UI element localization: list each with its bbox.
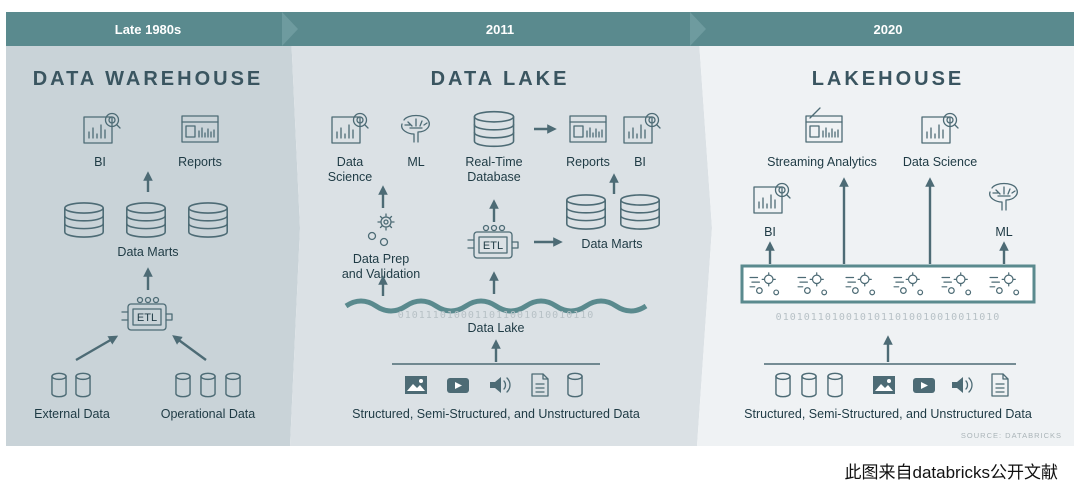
operational-data-label: Operational Data [161, 407, 256, 421]
lakehouse-title: LAKEHOUSE [812, 68, 965, 90]
lake-data-marts-label: Data Marts [581, 237, 642, 251]
image-icon [405, 376, 427, 394]
lake-realtime-label-1: Real-Time [465, 155, 522, 169]
lake-bi-label: BI [634, 155, 646, 169]
lake-data-science-label-2: Science [328, 170, 373, 184]
lake-ml-label: ML [407, 155, 424, 169]
lake-binary: 0101110100011011001010010110 [398, 310, 595, 321]
lake-wave [344, 298, 648, 314]
lake-realtime-label-2: Database [467, 170, 521, 184]
lakehouse-panel [697, 12, 1074, 446]
lake-prep-label-1: Data Prep [353, 252, 409, 266]
warehouse-bi-label: BI [94, 155, 106, 169]
lake-title: DATA LAKE [431, 68, 570, 90]
lakehouse-bi-label: BI [764, 225, 776, 239]
data-lake-label: Data Lake [468, 321, 525, 335]
lake-prep-label-2: and Validation [342, 267, 420, 281]
lakehouse-sources-label: Structured, Semi-Structured, and Unstruc… [744, 407, 1032, 421]
lakehouse-engine-box [740, 264, 1036, 304]
era-label-1: Late 1980s [115, 22, 182, 37]
image-icon [873, 376, 895, 394]
lakehouse-section: LAKEHOUSE Streaming Analytics Data Scien… [740, 68, 1062, 440]
lake-data-science-label-1: Data [337, 155, 363, 169]
lakehouse-ml-label: ML [995, 225, 1012, 239]
header-bar [6, 12, 1074, 46]
era-label-3: 2020 [874, 22, 903, 37]
source-note: SOURCE: DATABRICKS [961, 431, 1062, 440]
lake-reports-label: Reports [566, 155, 610, 169]
warehouse-title: DATA WAREHOUSE [33, 68, 264, 90]
lakehouse-binary: 01010110100101011010010010011010 [776, 312, 1001, 323]
era-headers: Late 1980s 2011 2020 [6, 12, 1074, 46]
video-icon [447, 378, 469, 393]
external-data-label: External Data [34, 407, 110, 421]
warehouse-etl-label: ETL [137, 312, 157, 324]
warehouse-reports-label: Reports [178, 155, 222, 169]
video-icon [913, 378, 935, 393]
data-lake-section: DATA LAKE Data Science ML Real-Time Data… [328, 68, 661, 421]
lake-etl-label: ETL [483, 240, 503, 252]
data-warehouse-section: DATA WAREHOUSE BI Reports Data Marts ETL… [33, 68, 264, 421]
header-divider-1 [282, 12, 298, 46]
era-label-2: 2011 [486, 22, 514, 37]
lake-sources-label: Structured, Semi-Structured, and Unstruc… [352, 407, 640, 421]
arrow-diagonal-icon [75, 335, 119, 362]
warehouse-data-marts-label: Data Marts [117, 245, 178, 259]
streaming-analytics-label: Streaming Analytics [767, 155, 877, 169]
image-caption: 此图来自databricks公开文献 [844, 463, 1058, 482]
header-divider-2 [690, 12, 706, 46]
bulb-icon [809, 107, 821, 119]
lakehouse-data-science-label: Data Science [903, 155, 977, 169]
arrow-diagonal-icon [172, 335, 207, 361]
